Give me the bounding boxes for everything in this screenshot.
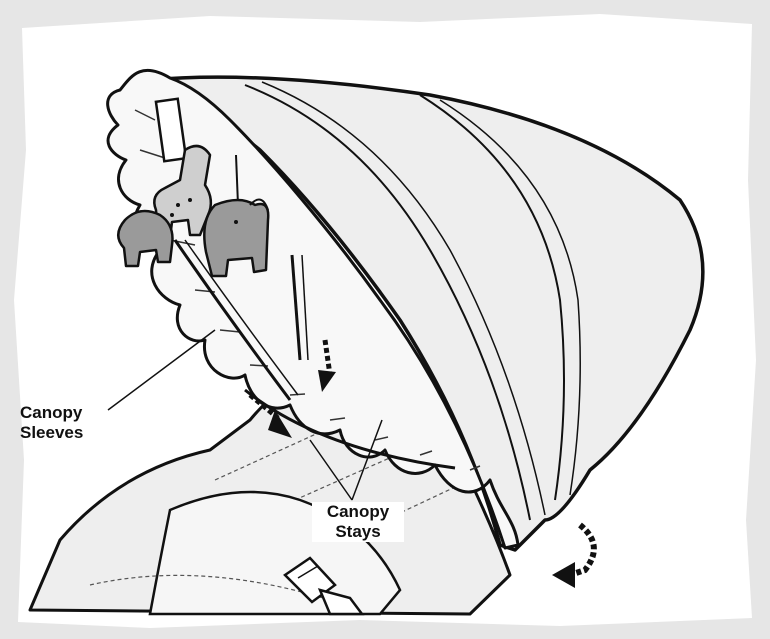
canopy-stays-label: Canopy Stays	[312, 502, 404, 542]
canopy-sleeves-label: Canopy Sleeves	[20, 403, 83, 443]
